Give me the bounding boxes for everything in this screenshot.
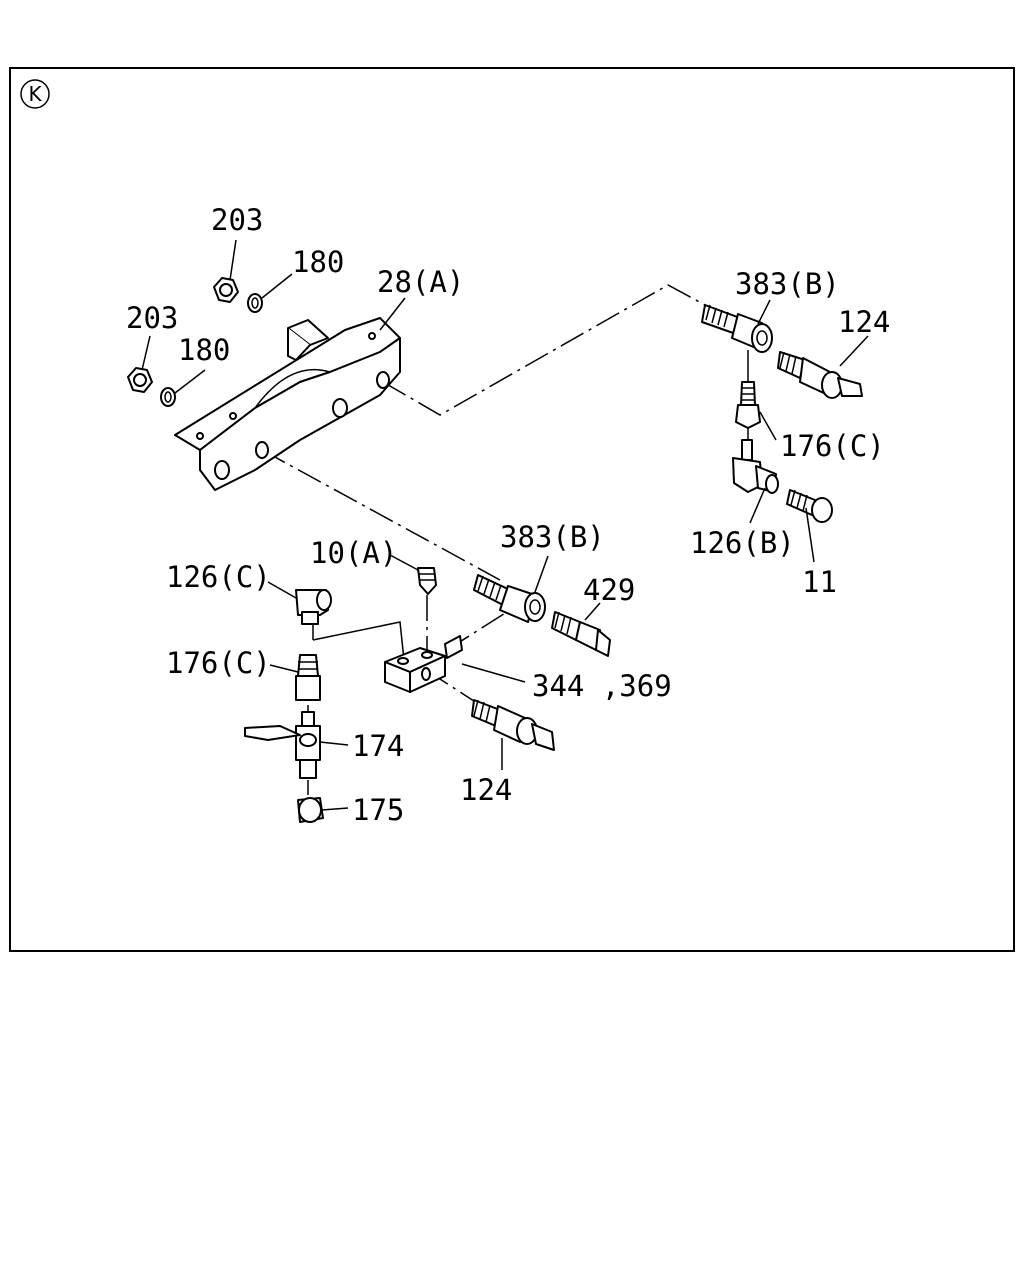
callout-383b-lower: 383(B) (500, 520, 605, 554)
switch-429 (551, 611, 611, 657)
callout-124-lower: 124 (460, 773, 512, 807)
cock-174 (244, 711, 321, 779)
callout-175: 175 (352, 793, 404, 827)
assembly-lines (261, 284, 749, 795)
cap-175 (297, 797, 324, 823)
callout-174: 174 (352, 729, 404, 763)
callout-203-lower: 203 (126, 301, 178, 335)
callout-429: 429 (583, 573, 635, 607)
callout-344-369: 344 ,369 (532, 669, 672, 703)
block-344-369 (384, 635, 463, 693)
union-126b (732, 439, 779, 494)
diagram-frame (9, 67, 1015, 952)
leader-lines (141, 239, 869, 811)
union-126c (295, 589, 332, 625)
connector-383b-upper (701, 304, 773, 353)
nut-203-upper (213, 277, 239, 303)
callout-180-upper: 180 (292, 245, 344, 279)
washer-180-upper (247, 293, 263, 313)
view-marker-letter: K (28, 82, 42, 106)
fitting-176c-left (295, 654, 321, 701)
washer-180-lower (160, 387, 176, 407)
hose-124-upper (777, 351, 863, 399)
callout-180-lower: 180 (178, 333, 230, 367)
callout-11: 11 (802, 565, 837, 599)
callout-383b-upper: 383(B) (735, 267, 840, 301)
callout-126c: 126(C) (166, 560, 271, 594)
callout-176c-left: 176(C) (166, 646, 271, 680)
nut-203-lower (127, 367, 153, 393)
fitting-176c-right (735, 381, 761, 429)
plug-10a (417, 567, 437, 595)
callout-176c-right: 176(C) (780, 429, 885, 463)
callout-203-upper: 203 (211, 203, 263, 237)
callout-10a: 10(A) (310, 536, 397, 570)
view-marker: K (20, 79, 50, 109)
callout-28a: 28(A) (377, 265, 464, 299)
callout-124-upper: 124 (838, 305, 890, 339)
connector-383b-lower (473, 574, 546, 623)
callout-126b: 126(B) (690, 526, 795, 560)
hose-124-lower (471, 699, 555, 751)
bolt-11 (786, 489, 833, 523)
bracket-28a (174, 317, 401, 491)
